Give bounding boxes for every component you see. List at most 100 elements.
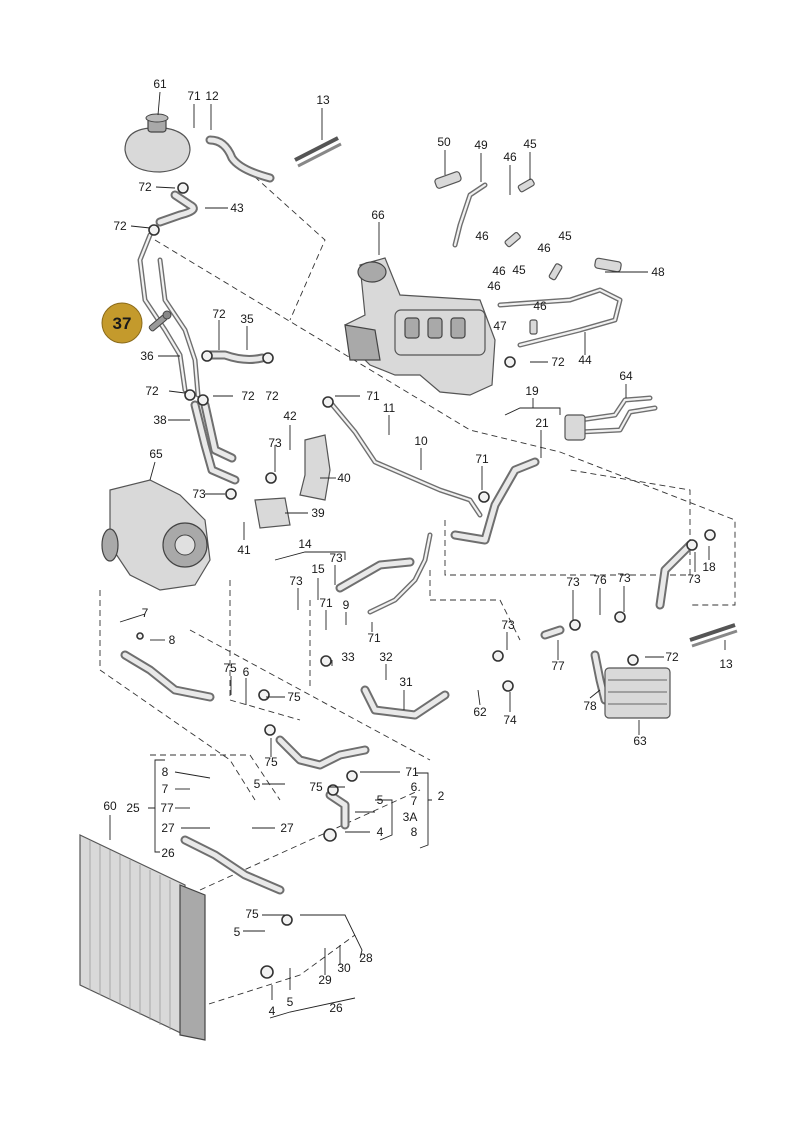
callout-c3A: 3A bbox=[403, 810, 418, 824]
callout-c45a: 45 bbox=[523, 137, 537, 151]
callout-c44: 44 bbox=[578, 353, 592, 367]
callout-c72d: 72 bbox=[212, 307, 226, 321]
callout-c35: 35 bbox=[240, 312, 254, 326]
highlight-badge[interactable]: 37 bbox=[101, 302, 143, 344]
callout-c6a: 6 bbox=[243, 665, 250, 679]
heater-pipes bbox=[564, 395, 658, 441]
callout-c46c: 46 bbox=[492, 264, 506, 278]
callout-c75b: 75 bbox=[287, 690, 301, 704]
callout-c40: 40 bbox=[337, 471, 351, 485]
callout-c11: 11 bbox=[383, 401, 396, 415]
cable-strip-right bbox=[689, 623, 738, 648]
callout-c46a: 46 bbox=[503, 150, 517, 164]
callout-c8a: 8 bbox=[169, 633, 176, 647]
callout-c72f: 72 bbox=[241, 389, 255, 403]
callout-c5c: 5 bbox=[234, 925, 241, 939]
callout-c42: 42 bbox=[283, 409, 297, 423]
callout-c62: 62 bbox=[473, 705, 487, 719]
callout-c75c: 75 bbox=[264, 755, 278, 769]
callout-c33: 33 bbox=[341, 650, 355, 664]
callout-c72g: 72 bbox=[265, 389, 279, 403]
callout-c15: 15 bbox=[311, 562, 325, 576]
callout-c4a: 4 bbox=[377, 825, 384, 839]
callout-c2: 2 bbox=[438, 789, 445, 803]
callout-c77b: 77 bbox=[160, 801, 174, 815]
callout-c26a: 26 bbox=[161, 846, 175, 860]
callout-c46e: 46 bbox=[487, 279, 501, 293]
expansion-tank bbox=[124, 113, 191, 173]
callout-c10: 10 bbox=[414, 434, 428, 448]
dashed-guide-lines bbox=[99, 149, 736, 1011]
callout-c7b: 7 bbox=[411, 794, 418, 808]
callout-c63: 63 bbox=[633, 734, 647, 748]
callout-c73h: 73 bbox=[501, 618, 515, 632]
callout-c29: 29 bbox=[318, 973, 332, 987]
callout-c41: 41 bbox=[237, 543, 251, 557]
callout-c64: 64 bbox=[619, 369, 633, 383]
water-pump bbox=[101, 479, 211, 591]
callout-c75e: 75 bbox=[245, 907, 259, 921]
callout-c8c: 8 bbox=[411, 825, 418, 839]
callout-c71a: 71 bbox=[187, 89, 201, 103]
oil-lines-turbo bbox=[434, 171, 623, 348]
callout-c73e: 73 bbox=[687, 572, 701, 586]
callout-c75d: 75 bbox=[309, 780, 323, 794]
callout-c26b: 26 bbox=[329, 1001, 343, 1015]
cable-strip-top bbox=[294, 136, 342, 168]
callout-c72a: 72 bbox=[138, 180, 152, 194]
highlight-badge-label: 37 bbox=[113, 314, 132, 333]
callout-c71f: 71 bbox=[405, 765, 419, 779]
highlighted-bolt bbox=[148, 310, 172, 332]
radiator bbox=[79, 834, 206, 1041]
callout-c25: 25 bbox=[126, 801, 140, 815]
callout-c71e: 71 bbox=[367, 631, 381, 645]
callout-c49: 49 bbox=[474, 138, 488, 152]
oil-cooler bbox=[604, 667, 671, 719]
callout-c72h: 72 bbox=[665, 650, 679, 664]
exhaust-manifold-turbo bbox=[344, 257, 496, 396]
callout-c78: 78 bbox=[583, 699, 597, 713]
callout-c30: 30 bbox=[337, 961, 351, 975]
callout-c9: 9 bbox=[343, 598, 350, 612]
callout-c46f: 46 bbox=[533, 299, 547, 313]
callout-c66: 66 bbox=[371, 208, 385, 222]
callout-c65: 65 bbox=[149, 447, 163, 461]
callout-c73g: 73 bbox=[566, 575, 580, 589]
callout-c73f: 73 bbox=[617, 571, 631, 585]
callout-c18: 18 bbox=[702, 560, 716, 574]
callout-c71b: 71 bbox=[366, 389, 380, 403]
callout-c32: 32 bbox=[379, 650, 393, 664]
callout-c19: 19 bbox=[525, 384, 539, 398]
callout-c21: 21 bbox=[535, 416, 549, 430]
callout-c45c: 45 bbox=[558, 229, 572, 243]
callout-c13b: 13 bbox=[719, 657, 733, 671]
callout-c13a: 13 bbox=[316, 93, 330, 107]
callout-c76: 76 bbox=[593, 573, 607, 587]
callout-c5b: 5 bbox=[377, 793, 384, 807]
callout-c27a: 27 bbox=[161, 821, 175, 835]
callout-c46b: 46 bbox=[475, 229, 489, 243]
callout-c5d: 5 bbox=[287, 995, 294, 1009]
callout-c71c: 71 bbox=[475, 452, 489, 466]
upper-left-hoses bbox=[137, 135, 275, 485]
callout-c46d: 46 bbox=[537, 241, 551, 255]
callout-c7c: 7 bbox=[162, 782, 169, 796]
callout-c14: 14 bbox=[298, 537, 312, 551]
bracket-and-thermostat bbox=[254, 434, 331, 529]
callout-c60: 60 bbox=[103, 799, 117, 813]
callout-c28: 28 bbox=[359, 951, 373, 965]
callout-c4b: 4 bbox=[269, 1004, 276, 1018]
callout-c73c: 73 bbox=[329, 551, 343, 565]
callout-c27b: 27 bbox=[280, 821, 294, 835]
callout-c74: 74 bbox=[503, 713, 517, 727]
callout-c39: 39 bbox=[311, 506, 325, 520]
callout-c72b: 72 bbox=[113, 219, 127, 233]
callout-c48: 48 bbox=[651, 265, 665, 279]
callout-c8b: 8 bbox=[162, 765, 169, 779]
callout-c73a: 73 bbox=[268, 436, 282, 450]
callout-c73b: 73 bbox=[192, 487, 206, 501]
callout-c43: 43 bbox=[230, 201, 244, 215]
callout-c45b: 45 bbox=[512, 263, 526, 277]
